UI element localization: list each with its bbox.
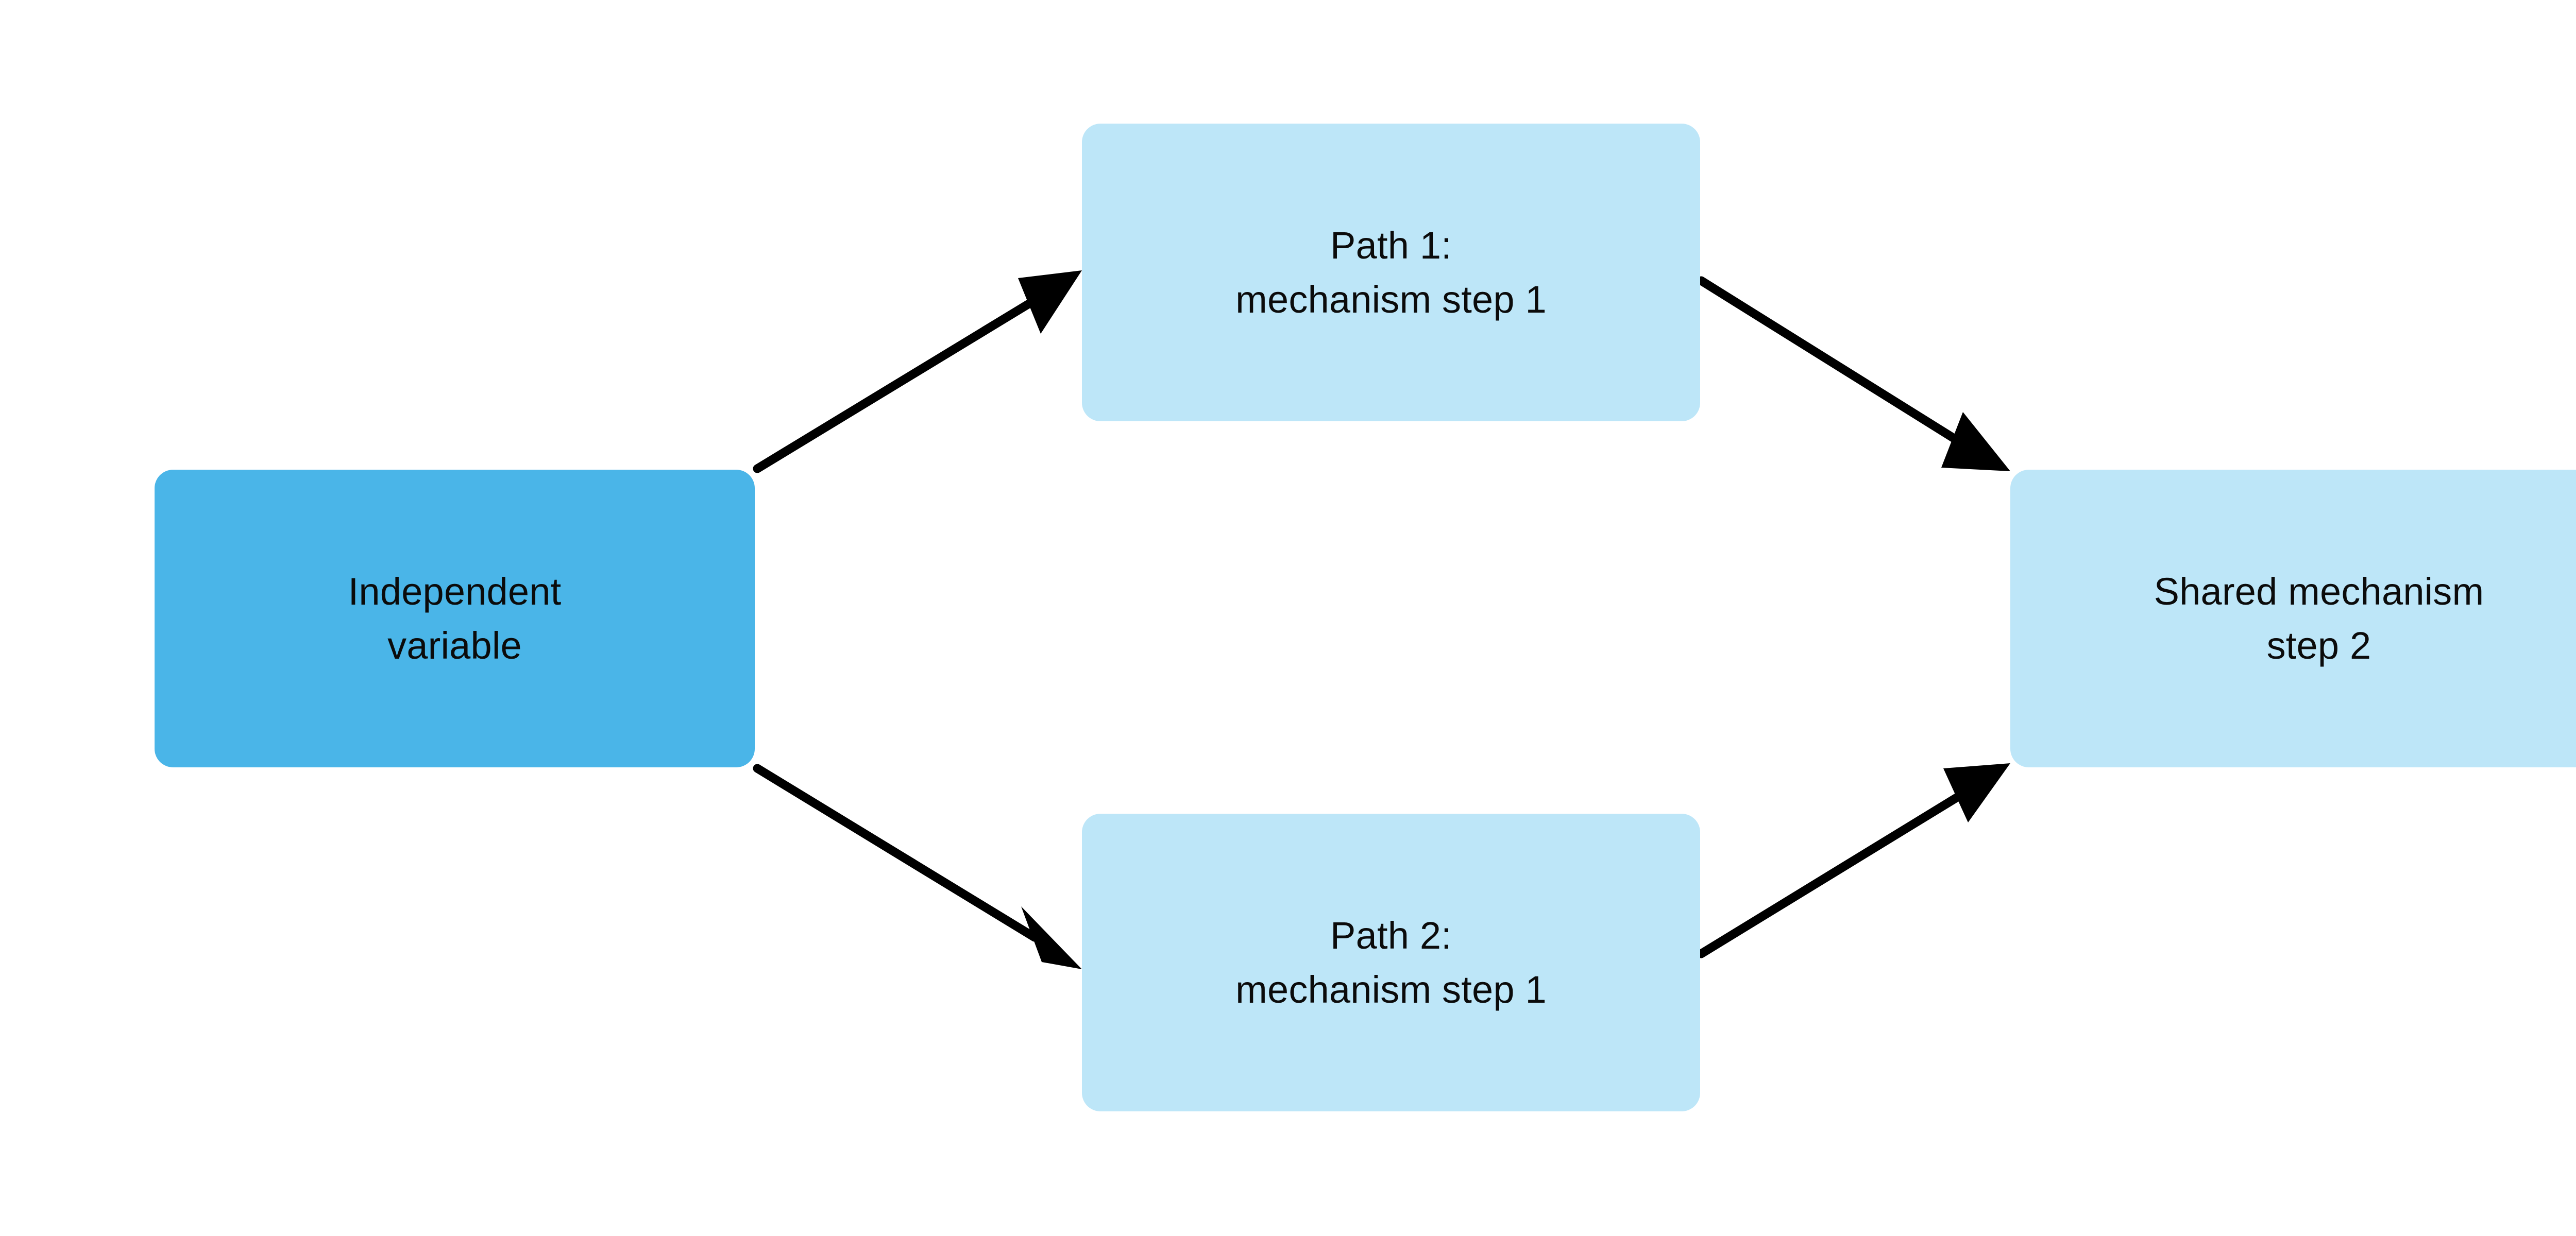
node-path-1-mechanism-step-1[interactable]: Path 1: mechanism step 1	[1082, 124, 1700, 421]
node-independent-variable-label: Independent variable	[348, 570, 562, 667]
edge-independent-to-path2	[753, 764, 1082, 969]
node-path-2-mechanism-step-1-label: Path 2: mechanism step 1	[1235, 914, 1547, 1011]
node-shared-mechanism-step-2-label: Shared mechanism step 2	[2154, 570, 2484, 667]
node-independent-variable[interactable]: Independent variable	[155, 470, 755, 767]
node-path-2-mechanism-step-1[interactable]: Path 2: mechanism step 1	[1082, 814, 1700, 1111]
node-shared-mechanism-step-2[interactable]: Shared mechanism step 2	[2010, 470, 2576, 767]
edge-path1-to-shared	[1697, 276, 2010, 471]
node-path-1-mechanism-step-1-label: Path 1: mechanism step 1	[1235, 224, 1547, 321]
edge-path2-to-shared	[1697, 763, 2010, 958]
edge-independent-to-path1	[753, 270, 1082, 473]
